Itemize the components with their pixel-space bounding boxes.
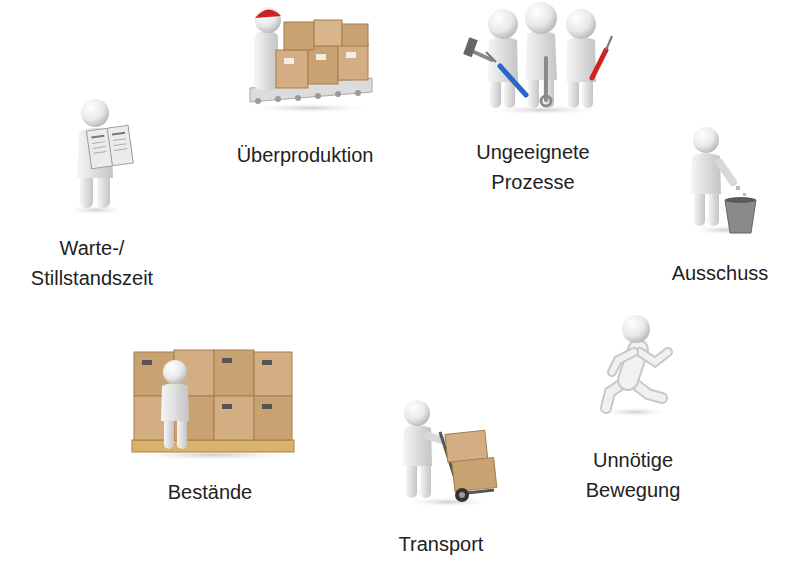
waste-label: Transport — [361, 529, 521, 559]
trash-figure — [690, 127, 760, 235]
tools-figures — [463, 2, 612, 115]
waste-label: Ungeeignete Prozesse — [458, 137, 608, 197]
waste-label: Warte-/ Stillstandszeit — [8, 233, 176, 293]
waste-label: Ausschuss — [650, 258, 790, 288]
waste-label: Überproduktion — [205, 140, 405, 170]
stock-figure — [123, 350, 303, 461]
reading-figure — [66, 99, 133, 215]
waste-label: Unnötige Bewegung — [567, 445, 699, 505]
conveyor-figure — [245, 7, 375, 113]
running-figure — [600, 315, 670, 417]
transport-figure — [403, 400, 497, 507]
waste-label: Bestände — [130, 477, 290, 507]
